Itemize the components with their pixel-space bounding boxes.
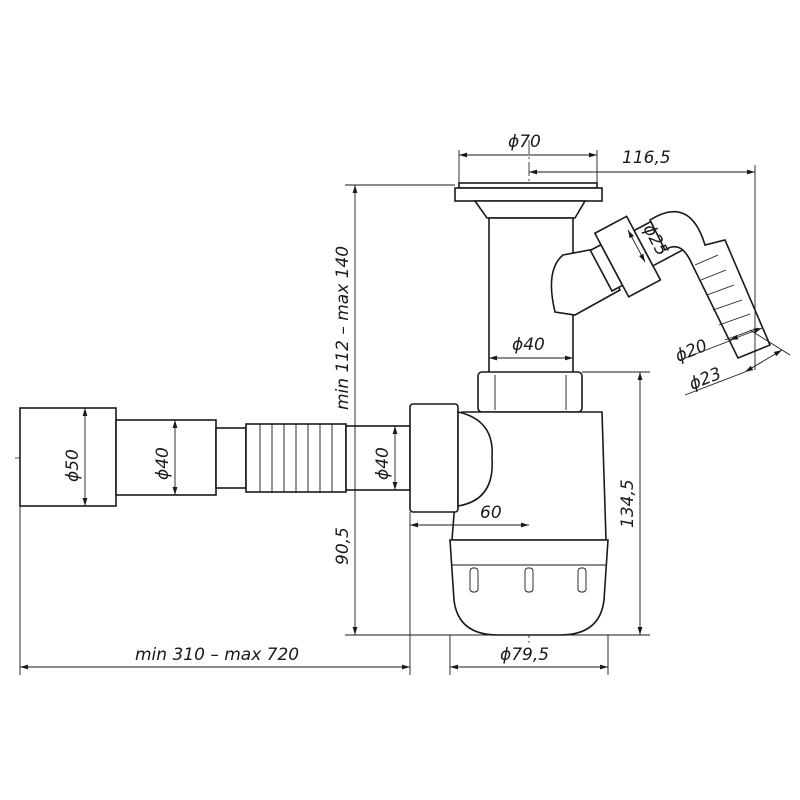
dim-outlet-offset: 60 [480,503,502,523]
dim-flange-diameter: ϕ70 [508,132,541,152]
dim-bottle-height: 134,5 [618,479,638,528]
dim-hose-outer: ϕ23 [686,364,724,395]
sink-flange [454,182,603,219]
outlet-pipe [19,403,493,513]
dim-pipe-diameter: ϕ40 [153,447,173,480]
dimensions [19,150,791,675]
dim-branch-offset: 116,5 [622,148,671,168]
dim-outlet-height: 90,5 [333,527,353,565]
side-branch [550,210,772,360]
dim-nut-pipe-diameter: ϕ40 [373,447,393,480]
dim-vertical-pipe-diameter: ϕ40 [512,335,545,355]
dim-height-range: min 112 – max 140 [333,246,353,410]
bottle-trap [449,371,609,636]
dim-outlet-diameter: ϕ50 [63,449,83,482]
dim-bottle-diameter: ϕ79,5 [500,645,549,665]
dim-hose-inner: ϕ20 [672,336,710,367]
dim-length-range: min 310 – max 720 [135,645,299,665]
